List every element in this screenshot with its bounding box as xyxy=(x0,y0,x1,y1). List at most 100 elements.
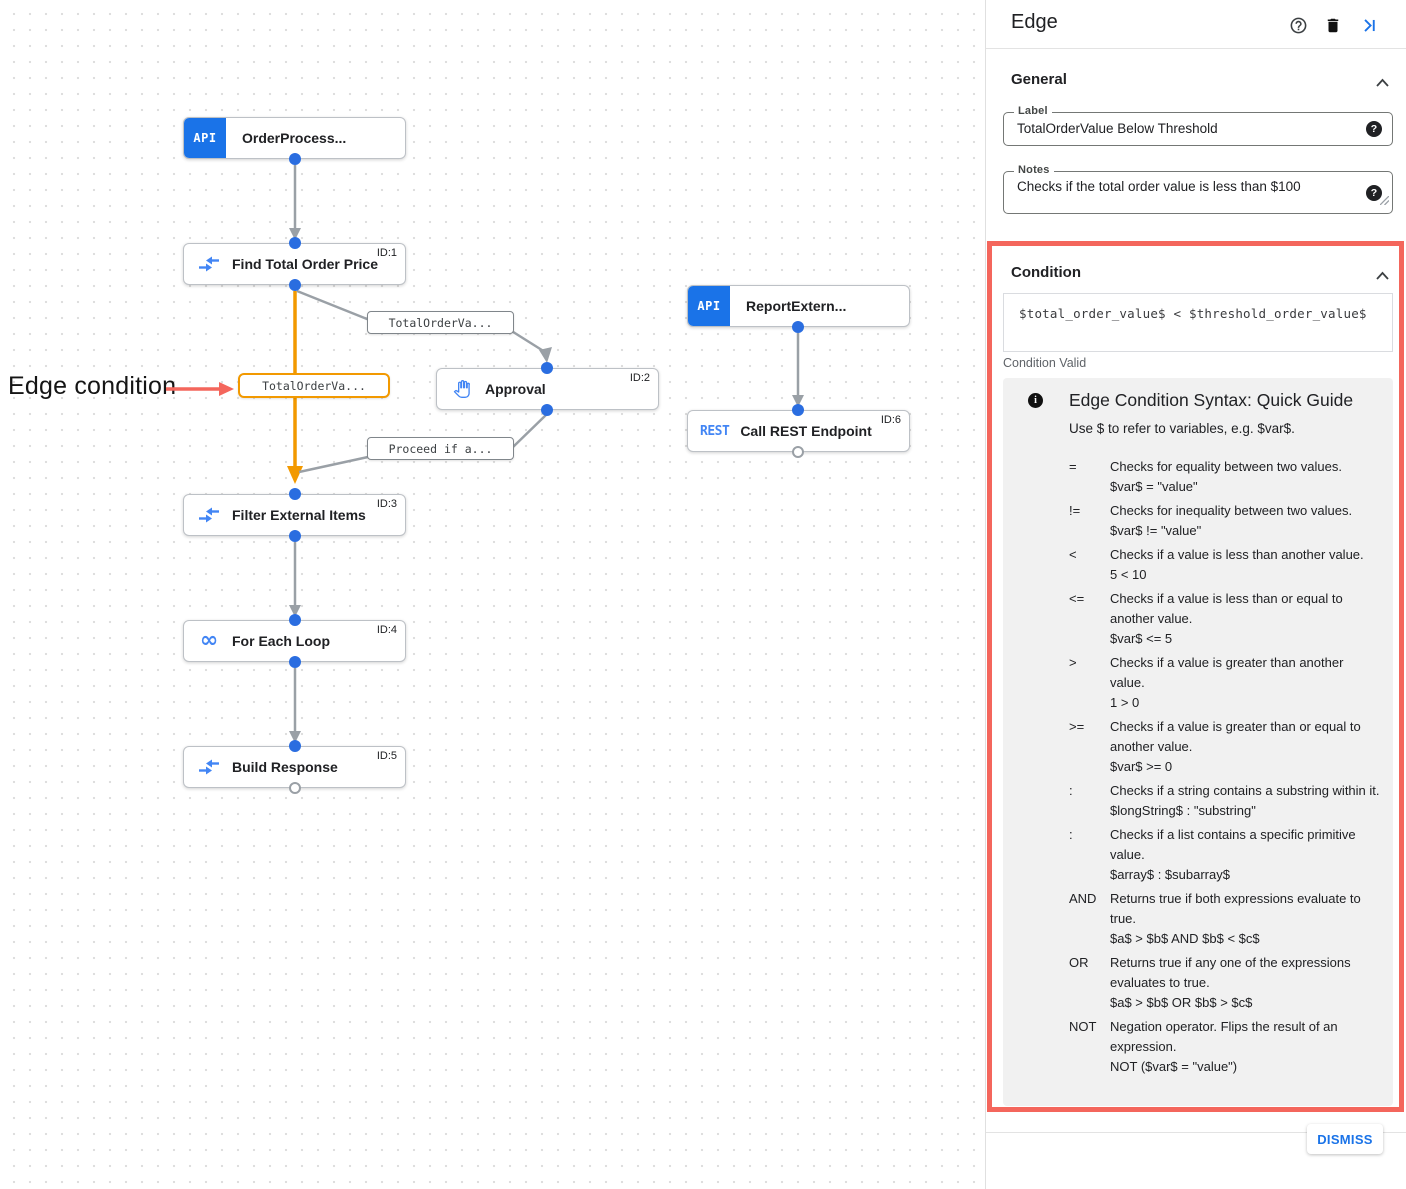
approval-hand-icon xyxy=(450,379,474,399)
port-out-empty[interactable] xyxy=(792,446,804,458)
condition-section-heading: Condition xyxy=(1011,264,1081,281)
port-in[interactable] xyxy=(289,614,301,626)
guide-operator: AND xyxy=(1069,891,1097,906)
guide-entry: : Checks if a string contains a substrin… xyxy=(1069,781,1381,821)
notes-field-legend: Notes xyxy=(1014,164,1054,176)
port-out[interactable] xyxy=(289,279,301,291)
guide-example: $longString$ : "substring" xyxy=(1110,803,1256,818)
edge-label-totalorderva-top[interactable]: TotalOrderVa... xyxy=(367,311,514,334)
guide-example: 5 < 10 xyxy=(1110,567,1147,582)
guide-operator: : xyxy=(1069,827,1073,842)
node-id-badge: ID:1 xyxy=(376,247,397,259)
guide-operator: <= xyxy=(1069,591,1085,606)
collapse-panel-icon[interactable] xyxy=(1359,16,1379,40)
notes-help-icon[interactable]: ? xyxy=(1366,185,1382,201)
guide-desc: Checks if a value is less than another v… xyxy=(1110,547,1364,562)
rest-icon: REST xyxy=(700,423,730,439)
loop-infinity-icon: ∞ xyxy=(199,628,219,653)
guide-entries-list: = Checks for equality between two values… xyxy=(1069,457,1381,1077)
api-badge-icon: API xyxy=(688,286,730,326)
guide-entry: < Checks if a value is less than another… xyxy=(1069,545,1381,585)
dismiss-button[interactable]: DISMISS xyxy=(1307,1124,1383,1154)
guide-operator: != xyxy=(1069,503,1081,518)
guide-entry: OR Returns true if any one of the expres… xyxy=(1069,953,1381,1013)
node-title: Filter External Items xyxy=(232,507,366,523)
port-out[interactable] xyxy=(289,153,301,165)
node-build-response[interactable]: Build Response ID:5 xyxy=(183,746,406,788)
guide-entry: : Checks if a list contains a specific p… xyxy=(1069,825,1381,885)
guide-entry: >= Checks if a value is greater than or … xyxy=(1069,717,1381,777)
guide-example: $var$ <= 5 xyxy=(1110,631,1173,646)
guide-example: 1 > 0 xyxy=(1110,695,1140,710)
edge-label-totalorderva-selected[interactable]: TotalOrderVa... xyxy=(238,373,390,398)
api-badge-icon: API xyxy=(184,118,226,158)
annotation-red-arrow xyxy=(166,382,234,396)
label-input[interactable] xyxy=(1017,121,1347,136)
node-title: Call REST Endpoint xyxy=(740,423,872,439)
annotation-edge-condition-text: Edge condition xyxy=(8,372,177,400)
guide-example: $var$ != "value" xyxy=(1110,523,1202,538)
guide-operator: : xyxy=(1069,783,1073,798)
node-title: For Each Loop xyxy=(232,633,330,649)
node-title: Approval xyxy=(485,381,546,397)
notes-field[interactable]: Notes Checks if the total order value is… xyxy=(1003,164,1393,214)
guide-operator: >= xyxy=(1069,719,1085,734)
port-in[interactable] xyxy=(289,488,301,500)
info-icon: i xyxy=(1028,393,1043,408)
resize-handle-icon[interactable] xyxy=(1379,192,1390,210)
guide-example: $var$ = "value" xyxy=(1110,479,1198,494)
port-in[interactable] xyxy=(289,237,301,249)
divider xyxy=(986,1132,1406,1133)
node-id-badge: ID:4 xyxy=(376,624,397,636)
guide-example: $a$ > $b$ AND $b$ < $c$ xyxy=(1110,931,1260,946)
guide-subtitle: Use $ to refer to variables, e.g. $var$. xyxy=(1069,421,1295,436)
port-in[interactable] xyxy=(541,362,553,374)
data-mapping-icon xyxy=(197,759,221,775)
guide-desc: Checks if a list contains a specific pri… xyxy=(1110,827,1356,862)
guide-entry: <= Checks if a value is less than or equ… xyxy=(1069,589,1381,649)
node-title: OrderProcess... xyxy=(242,130,347,146)
guide-desc: Checks if a string contains a substring … xyxy=(1110,783,1380,798)
guide-desc: Negation operator. Flips the result of a… xyxy=(1110,1019,1338,1054)
divider xyxy=(986,48,1406,49)
data-mapping-icon xyxy=(197,256,221,272)
guide-example: NOT ($var$ = "value") xyxy=(1110,1059,1238,1074)
data-mapping-icon xyxy=(197,507,221,523)
node-approval[interactable]: Approval ID:2 xyxy=(436,368,659,410)
port-in[interactable] xyxy=(289,740,301,752)
notes-textarea[interactable]: Checks if the total order value is less … xyxy=(1017,179,1347,207)
label-field[interactable]: Label ? xyxy=(1003,105,1393,146)
node-for-each-loop[interactable]: ∞ For Each Loop ID:4 xyxy=(183,620,406,662)
guide-entry: = Checks for equality between two values… xyxy=(1069,457,1381,497)
guide-example: $var$ >= 0 xyxy=(1110,759,1173,774)
label-help-icon[interactable]: ? xyxy=(1366,121,1382,137)
help-icon[interactable] xyxy=(1289,16,1308,40)
guide-operator: = xyxy=(1069,459,1077,474)
port-out[interactable] xyxy=(541,404,553,416)
node-call-rest-endpoint[interactable]: REST Call REST Endpoint ID:6 xyxy=(687,410,910,452)
guide-desc: Returns true if both expressions evaluat… xyxy=(1110,891,1361,926)
port-out[interactable] xyxy=(289,530,301,542)
panel-title: Edge xyxy=(1011,11,1058,33)
edge-properties-panel: Edge General Label ? Notes Checks if the… xyxy=(985,0,1406,1189)
guide-entry: != Checks for inequality between two val… xyxy=(1069,501,1381,541)
chevron-up-icon[interactable] xyxy=(1375,268,1390,286)
port-out-empty[interactable] xyxy=(289,782,301,794)
guide-desc: Checks if a value is greater than anothe… xyxy=(1110,655,1344,690)
port-out[interactable] xyxy=(289,656,301,668)
condition-expression: $total_order_value$ < $threshold_order_v… xyxy=(1019,306,1367,321)
node-title: Build Response xyxy=(232,759,338,775)
guide-example: $a$ > $b$ OR $b$ > $c$ xyxy=(1110,995,1253,1010)
port-out[interactable] xyxy=(792,321,804,333)
condition-expression-box[interactable]: $total_order_value$ < $threshold_order_v… xyxy=(1003,293,1393,352)
guide-operator: NOT xyxy=(1069,1019,1097,1034)
label-field-legend: Label xyxy=(1014,105,1052,117)
port-in[interactable] xyxy=(792,404,804,416)
edge-label-proceed-if[interactable]: Proceed if a... xyxy=(367,437,514,460)
guide-operator: OR xyxy=(1069,955,1089,970)
chevron-up-icon[interactable] xyxy=(1375,75,1390,93)
node-title: ReportExtern... xyxy=(746,298,847,314)
flow-canvas[interactable]: API OrderProcess... Find Total Order Pri… xyxy=(0,0,985,1189)
delete-edge-icon[interactable] xyxy=(1324,16,1342,40)
